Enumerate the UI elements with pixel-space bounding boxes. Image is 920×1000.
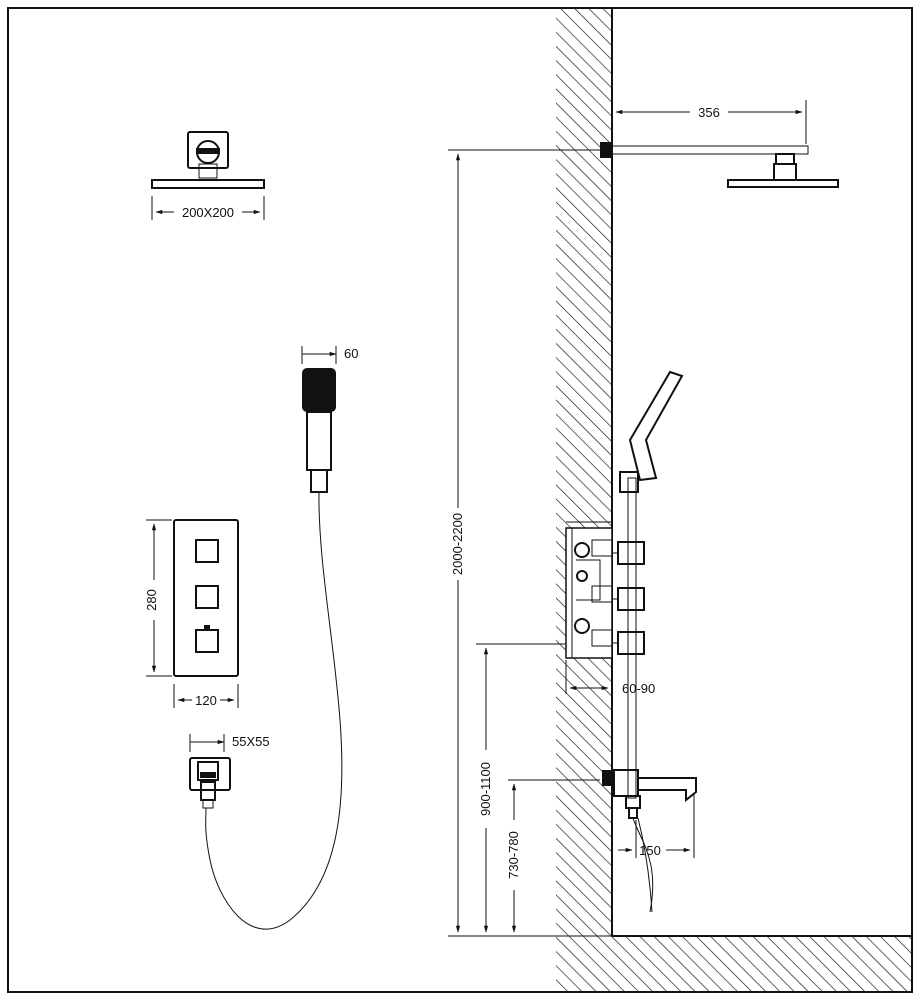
install-height-label: 2000-2200 — [450, 513, 465, 575]
shower-hose — [205, 491, 343, 930]
valve-depth-dimension: 60-90 — [565, 660, 655, 696]
valve-plate-icon — [173, 519, 239, 677]
handheld-width-dimension: 60 — [301, 346, 358, 364]
head-size-dimension: 200X200 — [151, 196, 265, 220]
valve-depth-label: 60-90 — [622, 681, 655, 696]
plate-width-label: 120 — [195, 693, 217, 708]
head-size-label: 200X200 — [182, 205, 234, 220]
handheld-width-label: 60 — [344, 346, 358, 361]
spout-length-dimension: 150 — [618, 794, 695, 858]
wall-outlet-icon — [189, 757, 231, 809]
hand-shower-icon — [302, 368, 336, 493]
outlet-size-label: 55X55 — [232, 734, 270, 749]
arm-length-dimension: 356 — [611, 100, 807, 144]
overhead-shower-icon — [151, 131, 265, 189]
tub-spout-icon — [602, 769, 697, 913]
outlet-size-dimension: 55X55 — [189, 734, 270, 752]
plate-width-dimension: 120 — [173, 684, 239, 708]
drawing-frame — [7, 7, 913, 993]
arm-length-label: 356 — [698, 105, 720, 120]
plate-height-label: 280 — [144, 589, 159, 611]
spout-height-label: 730-780 — [506, 831, 521, 879]
spout-height-dimension: 730-780 — [506, 779, 600, 933]
shower-arm-icon — [600, 142, 839, 188]
plate-height-dimension: 280 — [144, 519, 172, 677]
valve-body-icon — [565, 521, 645, 659]
spout-length-label: 150 — [639, 843, 661, 858]
slide-rail-icon — [619, 370, 684, 799]
install-height-dimension: 2000-2200 — [448, 149, 612, 937]
valve-height-label: 900-1100 — [478, 762, 493, 816]
valve-height-dimension: 900-1100 — [476, 643, 566, 933]
